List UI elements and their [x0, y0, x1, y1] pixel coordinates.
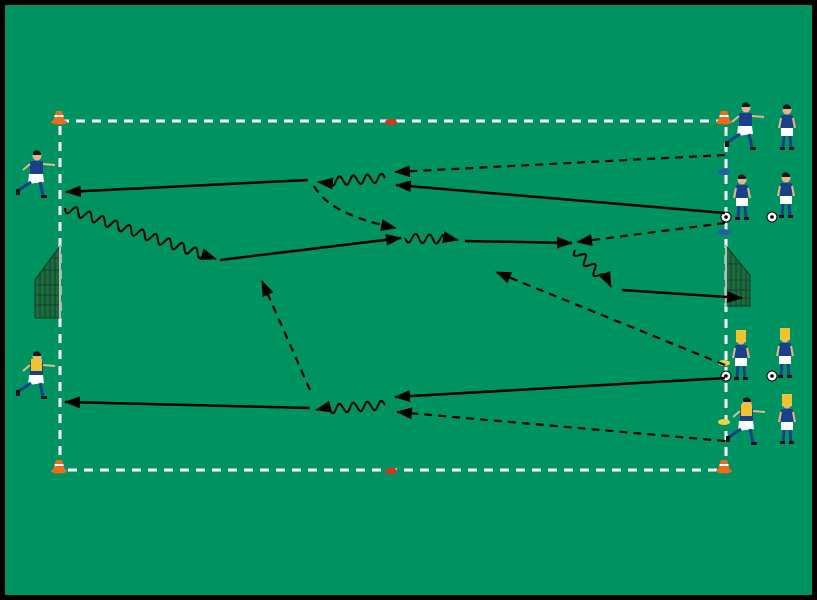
red-marker-icon: [385, 468, 397, 474]
red-marker-icon: [385, 119, 397, 125]
ball-icon: [766, 370, 778, 382]
ball-icon: [766, 211, 778, 223]
yellow-player-right: [724, 395, 767, 447]
yellow-player-left: [14, 349, 57, 401]
pass-arrow: [65, 178, 309, 198]
pass-arrow: [394, 376, 726, 403]
dribble-arrow: [404, 231, 459, 245]
yellow-player-right: [731, 330, 751, 382]
run-arrow: [313, 185, 397, 231]
pass-arrow: [621, 288, 743, 303]
dribble-arrow: [64, 205, 217, 260]
pass-arrow: [395, 180, 726, 215]
run-arrow: [260, 280, 312, 391]
ball-icon: [720, 370, 732, 382]
left-goal: [34, 244, 61, 319]
dribble-arrow: [572, 249, 612, 288]
right-goal: [725, 244, 751, 307]
run-arrow: [576, 221, 726, 247]
blue-marker-icon: [718, 229, 730, 235]
pass-arrow: [64, 396, 311, 410]
pass-arrow: [464, 236, 573, 249]
blue-marker-icon: [718, 169, 730, 175]
pass-arrow: [219, 233, 402, 262]
yellow-player-right: [775, 328, 795, 380]
pitch-surface: [5, 5, 812, 595]
yellow-player-right: [777, 394, 797, 446]
dribble-arrow: [317, 172, 386, 190]
yellow-marker-icon: [718, 419, 730, 425]
dribble-arrow: [315, 399, 386, 415]
